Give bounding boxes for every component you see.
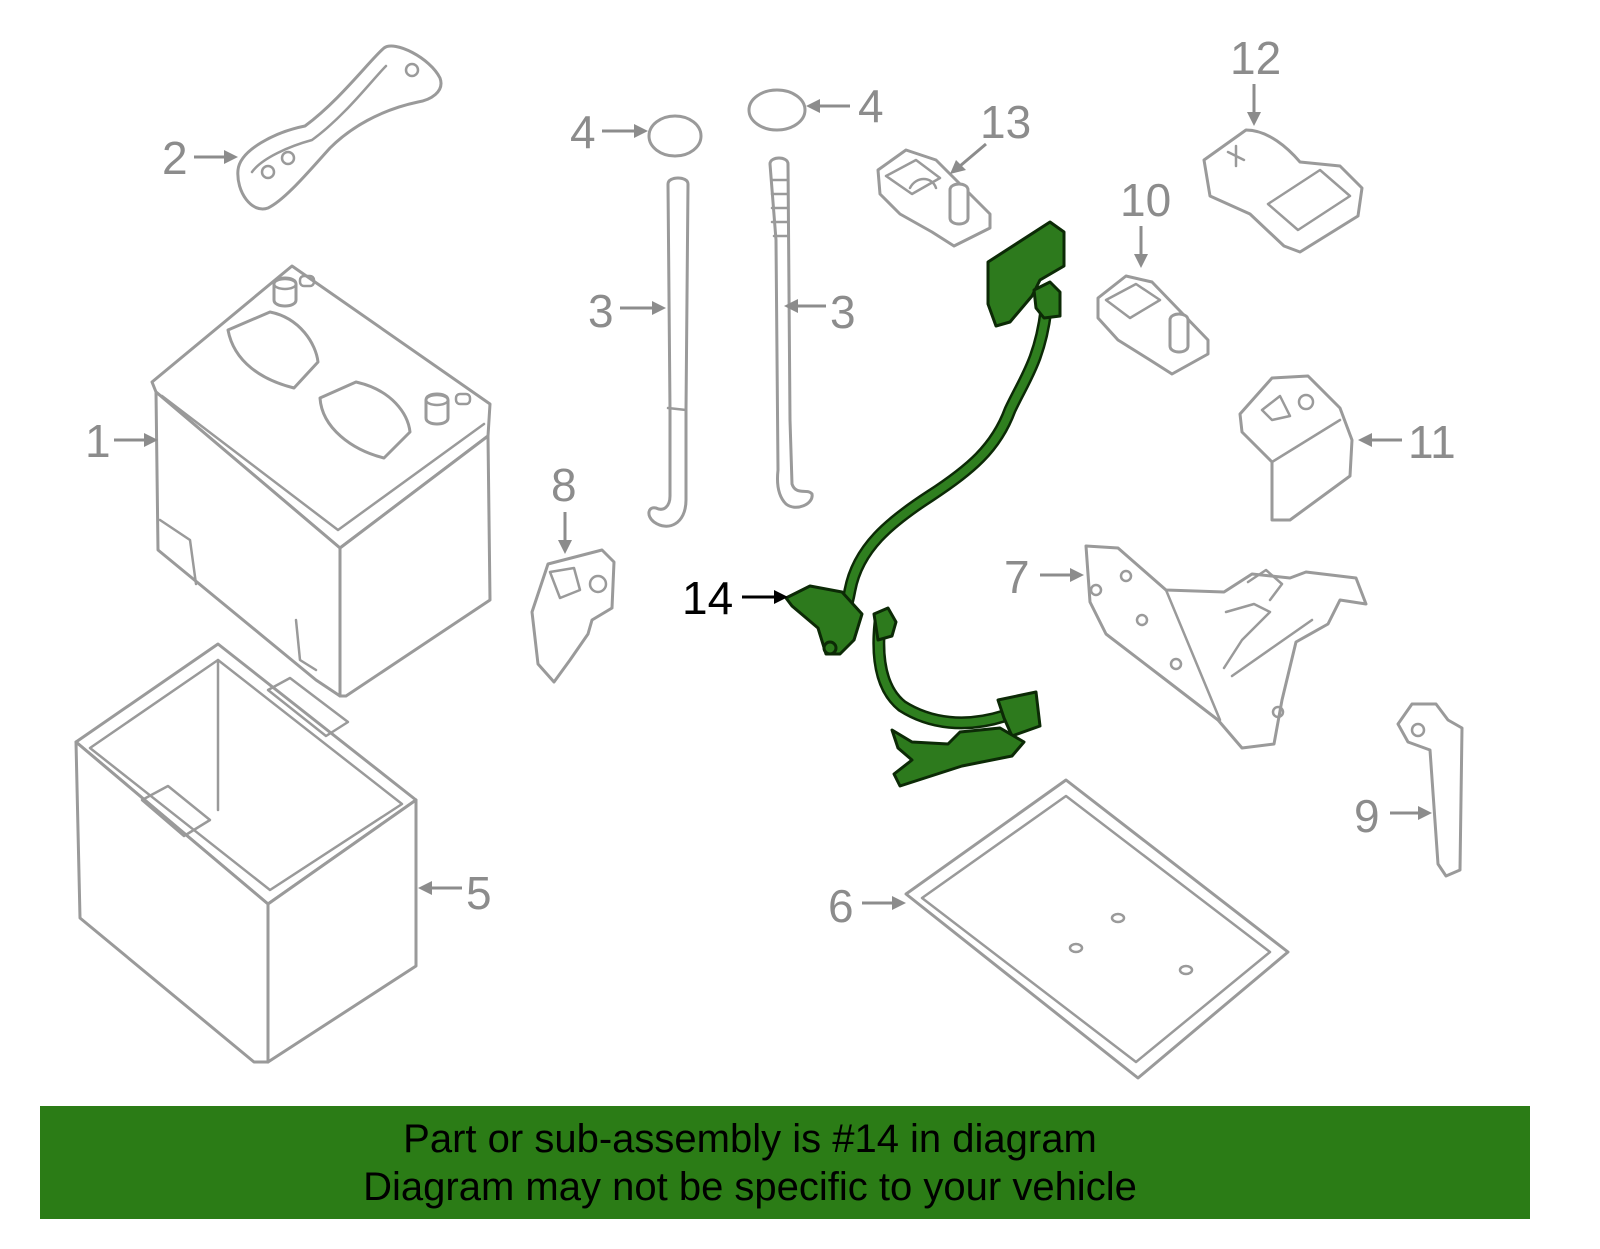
callout-9-label: 9 xyxy=(1354,790,1380,842)
callout-1-label: 1 xyxy=(85,415,111,467)
banner-line-part: Part or sub-assembly is #14 in diagram xyxy=(403,1117,1097,1161)
callout-5-label: 5 xyxy=(466,867,492,919)
callout-4a-label: 4 xyxy=(570,106,596,158)
part-2-strap xyxy=(236,44,443,211)
callout-4b: 4 xyxy=(806,80,884,132)
callout-8-label: 8 xyxy=(551,459,577,511)
callout-13: 13 xyxy=(950,96,1031,174)
callout-9: 9 xyxy=(1354,790,1432,842)
part-14-cable-assembly[interactable] xyxy=(784,220,1066,788)
callout-6: 6 xyxy=(828,880,906,932)
callout-2-label: 2 xyxy=(162,132,188,184)
callout-5: 5 xyxy=(418,867,492,919)
callout-12: 12 xyxy=(1230,32,1281,126)
part-9-clip xyxy=(1396,702,1464,878)
callout-10: 10 xyxy=(1120,174,1171,268)
callout-2: 2 xyxy=(162,132,238,184)
part-10-terminal xyxy=(1096,274,1210,376)
part-1-battery xyxy=(150,264,492,698)
part-5-battery-box xyxy=(74,642,418,1064)
callout-3b: 3 xyxy=(784,286,856,338)
callout-3a: 3 xyxy=(588,285,666,337)
callout-8: 8 xyxy=(551,459,577,554)
info-banner: Part or sub-assembly is #14 in diagram D… xyxy=(40,1106,1530,1219)
callout-7: 7 xyxy=(1004,551,1084,603)
callout-3a-label: 3 xyxy=(588,285,614,337)
part-3-rods xyxy=(647,156,814,528)
part-8-bracket xyxy=(530,548,616,684)
callout-6-label: 6 xyxy=(828,880,854,932)
callout-3b-label: 3 xyxy=(830,286,856,338)
callout-14: 14 xyxy=(682,572,788,624)
callout-12-label: 12 xyxy=(1230,32,1281,84)
part-6-tray xyxy=(904,778,1290,1080)
callout-4a: 4 xyxy=(570,106,648,158)
callout-10-label: 10 xyxy=(1120,174,1171,226)
part-13-terminal xyxy=(876,148,992,248)
callout-13-label: 13 xyxy=(980,96,1031,148)
callout-11: 11 xyxy=(1358,416,1456,468)
part-12-terminal-cover xyxy=(1202,128,1364,254)
callout-14-label: 14 xyxy=(682,572,733,624)
part-4-grommets xyxy=(647,88,807,158)
callout-4b-label: 4 xyxy=(858,80,884,132)
banner-line-disclaimer: Diagram may not be specific to your vehi… xyxy=(363,1165,1137,1209)
callout-1: 1 xyxy=(85,415,158,467)
part-7-bracket xyxy=(1084,544,1368,750)
part-11-fuse-terminal xyxy=(1238,374,1354,522)
callout-7-label: 7 xyxy=(1004,551,1030,603)
callout-11-label: 11 xyxy=(1408,416,1456,468)
